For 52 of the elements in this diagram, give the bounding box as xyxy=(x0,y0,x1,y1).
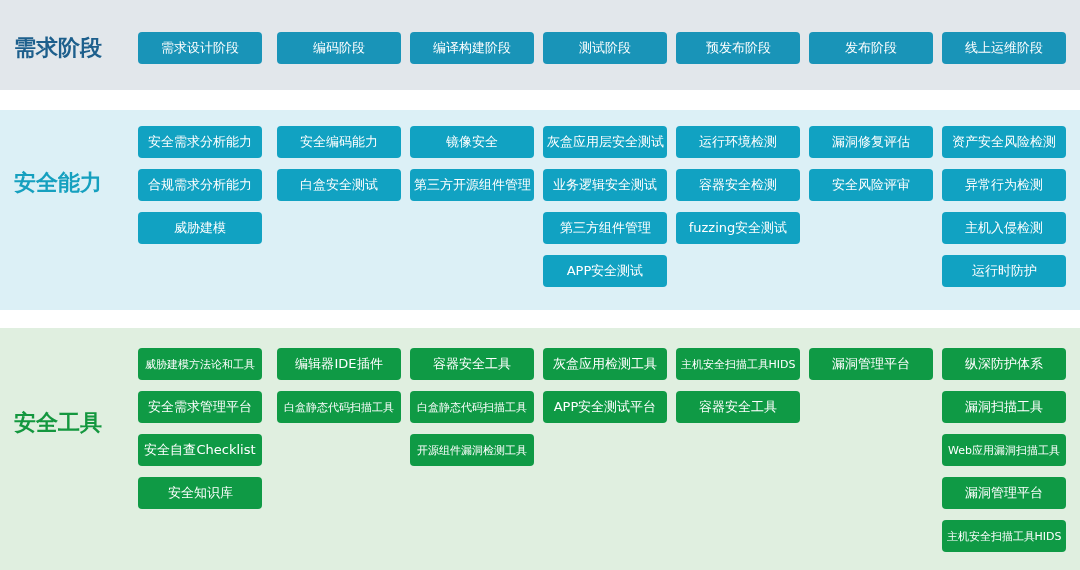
tool-box: 主机安全扫描工具HIDS xyxy=(942,520,1066,552)
stage-box: 预发布阶段 xyxy=(676,32,800,64)
tool-box: 安全自查Checklist xyxy=(138,434,262,466)
capability-box: 异常行为检测 xyxy=(942,169,1066,201)
tool-box: 白盒静态代码扫描工具 xyxy=(410,391,534,423)
capability-box: 威胁建模 xyxy=(138,212,262,244)
capability-box: 业务逻辑安全测试 xyxy=(543,169,667,201)
capability-band xyxy=(0,110,1080,310)
tool-box: 编辑器IDE插件 xyxy=(277,348,401,380)
stage-box: 线上运维阶段 xyxy=(942,32,1066,64)
capability-box: 资产安全风险检测 xyxy=(942,126,1066,158)
tool-box: 漏洞管理平台 xyxy=(809,348,933,380)
tool-box: 安全需求管理平台 xyxy=(138,391,262,423)
capability-box: 容器安全检测 xyxy=(676,169,800,201)
capability-box: 合规需求分析能力 xyxy=(138,169,262,201)
capability-box: 安全需求分析能力 xyxy=(138,126,262,158)
tool-box: 开源组件漏洞检测工具 xyxy=(410,434,534,466)
tool-box: 漏洞管理平台 xyxy=(942,477,1066,509)
stage-box: 发布阶段 xyxy=(809,32,933,64)
row-heading: 安全能力 xyxy=(14,169,102,197)
tool-box: 纵深防护体系 xyxy=(942,348,1066,380)
tool-box: 灰盒应用检测工具 xyxy=(543,348,667,380)
capability-box: 镜像安全 xyxy=(410,126,534,158)
stage-box: 编译构建阶段 xyxy=(410,32,534,64)
row-heading: 安全工具 xyxy=(14,409,102,437)
stage-box: 编码阶段 xyxy=(277,32,401,64)
capability-box: 第三方组件管理 xyxy=(543,212,667,244)
capability-box: fuzzing安全测试 xyxy=(676,212,800,244)
tool-box: 白盒静态代码扫描工具 xyxy=(277,391,401,423)
tool-box: APP安全测试平台 xyxy=(543,391,667,423)
capability-box: 第三方开源组件管理 xyxy=(410,169,534,201)
stage-band xyxy=(0,0,1080,90)
capability-box: 运行时防护 xyxy=(942,255,1066,287)
capability-box: 运行环境检测 xyxy=(676,126,800,158)
capability-box: 安全风险评审 xyxy=(809,169,933,201)
capability-box: APP安全测试 xyxy=(543,255,667,287)
tool-box: 漏洞扫描工具 xyxy=(942,391,1066,423)
tool-band xyxy=(0,328,1080,570)
tool-box: 威胁建模方法论和工具 xyxy=(138,348,262,380)
capability-box: 灰盒应用层安全测试 xyxy=(543,126,667,158)
tool-box: 容器安全工具 xyxy=(676,391,800,423)
tool-box: 安全知识库 xyxy=(138,477,262,509)
stage-box: 测试阶段 xyxy=(543,32,667,64)
capability-box: 漏洞修复评估 xyxy=(809,126,933,158)
tool-box: 容器安全工具 xyxy=(410,348,534,380)
row-heading: 需求阶段 xyxy=(14,34,102,62)
capability-box: 安全编码能力 xyxy=(277,126,401,158)
stage-box: 需求设计阶段 xyxy=(138,32,262,64)
capability-box: 白盒安全测试 xyxy=(277,169,401,201)
tool-box: 主机安全扫描工具HIDS xyxy=(676,348,800,380)
tool-box: Web应用漏洞扫描工具 xyxy=(942,434,1066,466)
capability-box: 主机入侵检测 xyxy=(942,212,1066,244)
